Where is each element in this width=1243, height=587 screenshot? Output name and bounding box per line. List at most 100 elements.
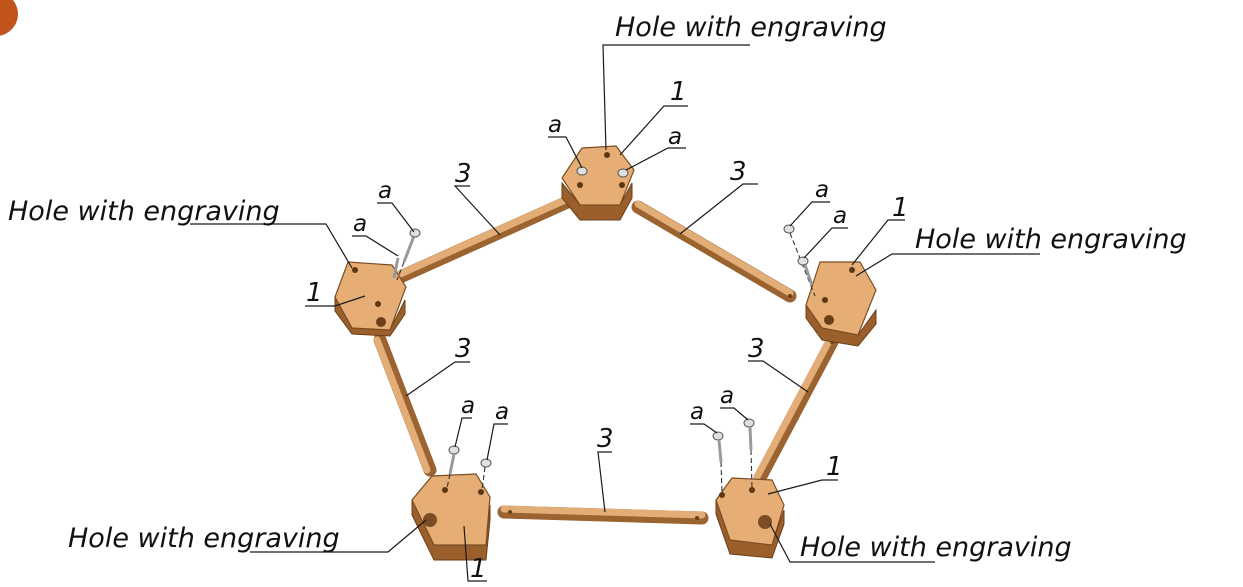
screw-axis (750, 449, 753, 489)
label-hole-engraving-bottom-right: Hole with engraving (800, 532, 1072, 563)
hub-hole (376, 317, 386, 327)
leader-rod-right (748, 360, 809, 393)
hub-hole (604, 152, 610, 158)
label-hole-engraving-bottom-left: Hole with engraving (68, 523, 340, 554)
label-rod-right: 3 (748, 334, 765, 364)
leader-engraving-left (190, 223, 353, 269)
label-hole-engraving-left: Hole with engraving (8, 196, 280, 227)
screw-shaft (717, 439, 723, 463)
hub-hole (824, 315, 834, 325)
rod-top-right-highlight (634, 200, 794, 297)
hub-top (561, 145, 635, 221)
label-screw-top-left: a (548, 112, 562, 138)
leader-screw-bl-1 (454, 417, 472, 448)
screw-axis (396, 261, 405, 281)
leader-screw-left-1 (377, 202, 415, 233)
label-rod-top-right: 3 (730, 157, 747, 187)
hub-left (334, 261, 407, 337)
engraved-hole (758, 515, 772, 529)
leader-screw-right-2 (803, 227, 848, 259)
engraved-hole (423, 513, 437, 527)
screw-head (617, 168, 629, 178)
hub-hole (719, 492, 725, 498)
screws (392, 224, 816, 493)
engraved-hole (352, 267, 358, 273)
label-hole-engraving-right: Hole with engraving (915, 224, 1187, 255)
label-screw-right-2: a (833, 203, 847, 229)
hub-bottom-left (411, 473, 491, 561)
label-hub-bottom-left: 1 (470, 554, 487, 584)
leader-screw-top-right (625, 147, 686, 171)
rod-top-left-highlight (394, 193, 576, 279)
hub-hole (749, 487, 755, 493)
hub-hole (619, 182, 625, 188)
screw-head (783, 224, 795, 234)
hub-right (805, 261, 877, 347)
leader-engraving-right (855, 253, 1040, 277)
leader-rod-bottom (597, 451, 612, 513)
leader-rod-left (405, 361, 470, 397)
screw-head (480, 458, 492, 468)
label-hole-engraving-top: Hole with engraving (615, 12, 887, 43)
hub-hole (577, 182, 583, 188)
screw-shaft (402, 235, 416, 263)
leader-screw-top-left (548, 136, 583, 169)
leader-hub-left (305, 295, 366, 307)
hub-hole (375, 301, 381, 307)
leader-screw-left-2 (352, 235, 399, 257)
label-rod-left: 3 (455, 334, 472, 364)
screw-axis (481, 466, 486, 491)
corner-badge (0, 0, 18, 36)
rod-right-highlight (753, 337, 833, 481)
leader-engraving-top (602, 44, 750, 151)
leader-rod-top-right (679, 183, 758, 235)
hub-hole (822, 297, 828, 303)
screw-head (448, 445, 460, 455)
screw-shaft (448, 453, 456, 475)
label-hub-right: 1 (892, 193, 909, 223)
rod-bottom-highlight (500, 505, 706, 519)
leader-engraving-bottom-right (769, 523, 935, 563)
label-screw-br-1: a (690, 399, 704, 425)
hub-face (411, 473, 491, 546)
screw-head (743, 418, 755, 428)
label-hub-left: 1 (306, 278, 323, 308)
screw-head (409, 228, 421, 238)
label-hub-bottom-right: 1 (826, 452, 843, 482)
screw-axis (720, 461, 723, 493)
hub-face (334, 261, 407, 331)
leader-hub-bottom-left (463, 525, 487, 582)
hub-hole (442, 487, 448, 493)
screw-shaft (803, 264, 814, 286)
label-screw-top-right: a (668, 124, 682, 150)
leader-hub-bottom-right (767, 479, 838, 495)
label-hub-top: 1 (670, 77, 687, 107)
label-screw-br-2: a (720, 383, 734, 409)
screw-head (712, 431, 724, 441)
leader-screw-right-1 (789, 201, 830, 227)
rod-end (508, 510, 512, 514)
label-rod-bottom: 3 (597, 424, 614, 454)
leader-screw-br-1 (690, 423, 718, 434)
screw-shaft (392, 257, 400, 279)
screw-head (797, 256, 809, 266)
text-labels: Hole with engraving Hole with engraving … (8, 12, 1187, 584)
screw-head (576, 166, 588, 176)
rod-left-highlight (373, 336, 431, 474)
label-rod-top-left: 3 (455, 159, 472, 189)
label-screw-left-1: a (378, 178, 392, 204)
leader-screw-br-2 (720, 407, 749, 421)
leader-hub-top (619, 105, 688, 156)
label-screw-right-1: a (815, 177, 829, 203)
rod-end (695, 516, 699, 520)
hub-face (561, 145, 635, 206)
leader-lines (190, 44, 1040, 582)
label-screw-left-2: a (353, 211, 367, 237)
leader-rod-top-left (453, 185, 501, 236)
leader-screw-bl-2 (486, 423, 508, 461)
label-screw-bl-1: a (461, 393, 475, 419)
leader-hub-right (851, 219, 905, 266)
screw-axis (446, 473, 451, 489)
hub-bottom-right (715, 477, 785, 559)
